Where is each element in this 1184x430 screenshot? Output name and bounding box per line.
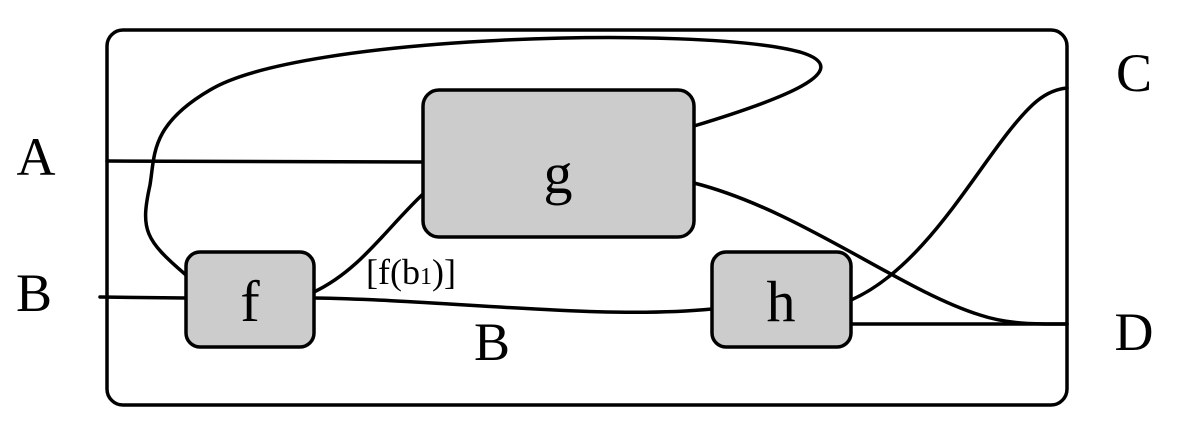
wire-label-f-of-b1: [f(b1)] [366, 252, 456, 292]
wire-f-to-h [312, 296, 714, 315]
output-label-d: D [1115, 302, 1154, 362]
box-g-label: g [544, 141, 573, 206]
wire-label-b: B [474, 312, 510, 372]
wire-b-to-f [98, 295, 188, 300]
wire-g-feedback-to-f [143, 35, 823, 277]
wire-h-to-c [849, 86, 1069, 302]
outer-frame [105, 28, 1069, 407]
box-h-label: h [767, 269, 796, 334]
box-g: g [421, 88, 696, 239]
wire-a-to-g [105, 159, 425, 164]
box-f-label: f [240, 269, 260, 334]
input-label-a: A [17, 127, 56, 187]
wire-f-to-g [312, 192, 425, 294]
box-h: h [710, 250, 853, 349]
output-label-c: C [1116, 43, 1152, 103]
input-label-b: B [16, 263, 52, 323]
box-f: f [184, 250, 316, 349]
